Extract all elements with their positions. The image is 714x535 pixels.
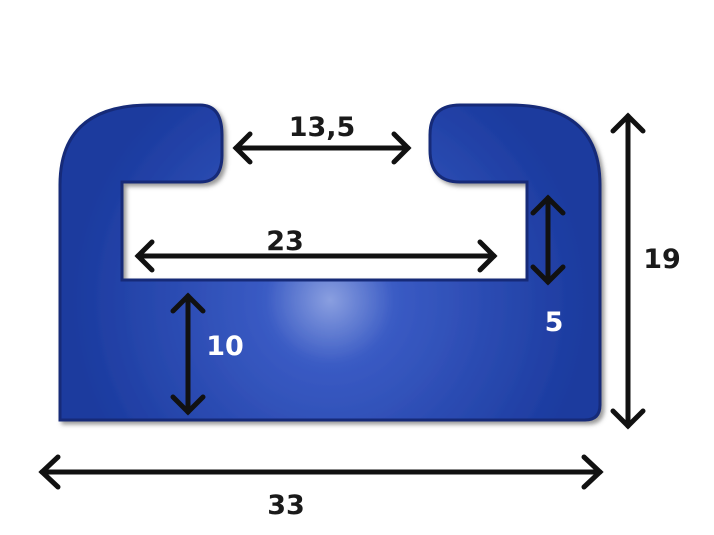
- label-slot-opening: 13,5: [289, 112, 356, 143]
- dimension-total-width: [38, 454, 604, 490]
- label-base-thickness: 10: [206, 331, 244, 362]
- dimension-total-height: [610, 112, 646, 430]
- label-total-height: 19: [643, 244, 681, 275]
- label-inner-height: 5: [545, 307, 564, 338]
- rail-profile-shape: [58, 103, 602, 422]
- dimension-base-thickness: [170, 292, 206, 416]
- dimension-slot-opening: [232, 131, 412, 165]
- label-inner-width: 23: [266, 226, 304, 257]
- dimension-inner-height: [530, 194, 566, 286]
- dimension-inner-width: [134, 239, 498, 273]
- label-total-width: 33: [267, 490, 305, 521]
